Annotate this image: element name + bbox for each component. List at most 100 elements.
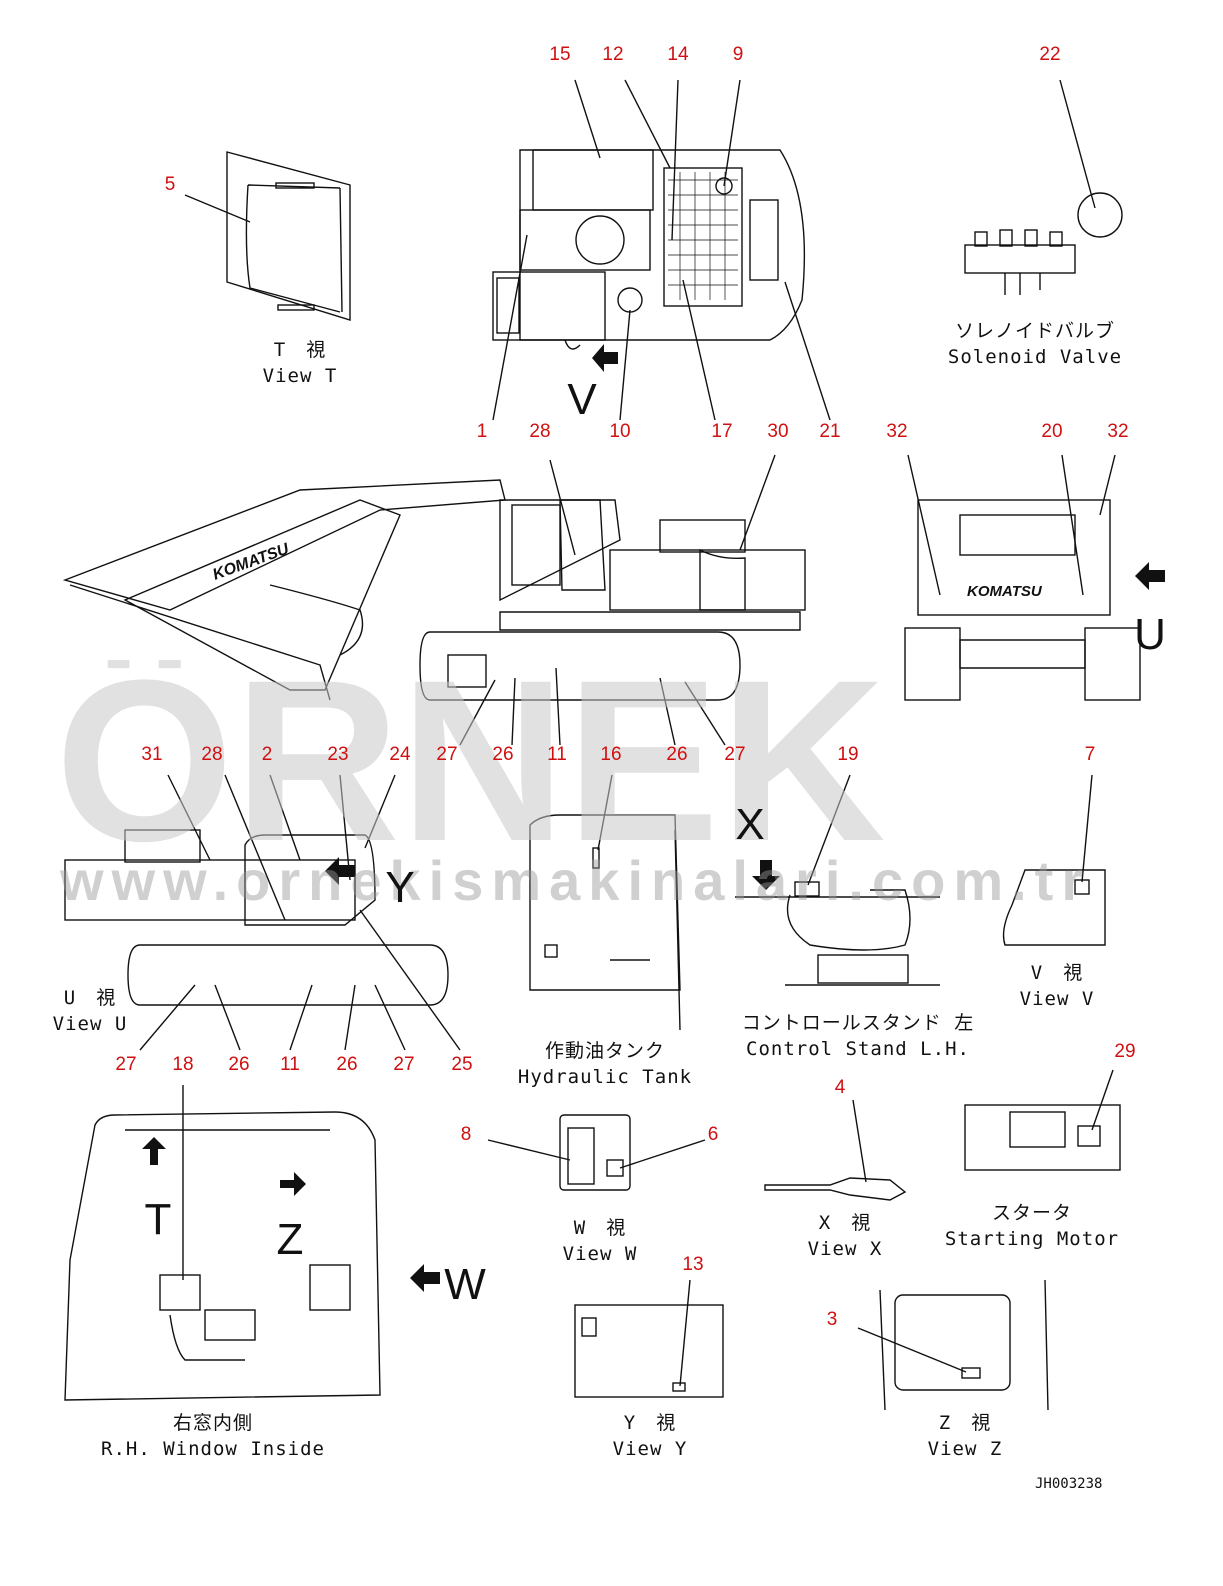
caption-view-z-jp: Z 視	[938, 1412, 992, 1434]
caption-view-v-jp: V 視	[1030, 962, 1084, 984]
caption-rh-window: 右窓内側 R.H. Window Inside	[101, 1410, 325, 1462]
caption-view-t-jp: T 視	[273, 339, 327, 361]
caption-control-stand-jp: コントロールスタンド 左	[741, 1012, 975, 1034]
side-view-drawing	[62, 454, 806, 746]
callout-6: 6	[707, 1124, 719, 1145]
callout-27-side-left: 27	[436, 744, 458, 765]
solenoid-valve-drawing	[964, 192, 1123, 295]
callout-4: 4	[834, 1077, 846, 1098]
direction-letter-u: U	[1134, 610, 1166, 659]
callout-21: 21	[819, 421, 841, 442]
caption-view-y-jp: Y 視	[623, 1412, 677, 1434]
callout-8: 8	[460, 1124, 472, 1145]
caption-view-z: Z 視 View Z	[928, 1410, 1003, 1462]
callout-3: 3	[826, 1309, 838, 1330]
caption-solenoid-valve: ソレノイドバルブ Solenoid Valve	[948, 318, 1122, 370]
caption-view-w: W 視 View W	[563, 1215, 638, 1267]
watermark-logo: ÖRNEK	[55, 660, 886, 860]
callout-7: 7	[1084, 744, 1096, 765]
callout-22: 22	[1039, 44, 1061, 65]
control-stand-drawing	[735, 774, 940, 986]
caption-view-z-en: View Z	[927, 1438, 1003, 1460]
callout-9: 9	[732, 44, 744, 65]
caption-view-w-jp: W 視	[573, 1217, 627, 1239]
callout-31: 31	[141, 744, 163, 765]
direction-letter-y: Y	[385, 863, 415, 912]
callout-27-u-left: 27	[115, 1054, 137, 1075]
callout-28-top: 28	[529, 421, 551, 442]
caption-view-y-en: View Y	[612, 1438, 688, 1460]
caption-view-u-en: View U	[52, 1013, 128, 1035]
callout-27-u-right: 27	[393, 1054, 415, 1075]
view-x-drawing	[764, 1099, 907, 1201]
direction-letter-x: X	[735, 800, 765, 849]
callout-26-side-right: 26	[666, 744, 688, 765]
watermark-brand: ÖRNEK	[55, 660, 886, 860]
rear-view-drawing	[904, 454, 1165, 701]
callout-26-u-right: 26	[336, 1054, 358, 1075]
caption-view-v: V 視 View V	[1020, 960, 1095, 1012]
callout-23: 23	[327, 744, 349, 765]
drawing-number: JH003238	[1035, 1476, 1103, 1492]
caption-rh-window-jp: 右窓内側	[172, 1412, 253, 1434]
caption-view-v-en: View V	[1019, 988, 1095, 1010]
caption-view-x: X 視 View X	[808, 1210, 883, 1262]
caption-solenoid-jp: ソレノイドバルブ	[954, 320, 1115, 342]
top-view-drawing	[492, 79, 1096, 421]
view-u-drawing	[64, 774, 461, 1051]
callout-27-side-right: 27	[724, 744, 746, 765]
caption-view-t: T 視 View T	[263, 337, 338, 389]
callout-18: 18	[172, 1054, 194, 1075]
watermark-url: www.ornekismakinalari.com.tr	[60, 849, 1092, 912]
callout-12: 12	[602, 44, 624, 65]
callout-2: 2	[261, 744, 273, 765]
callout-20: 20	[1041, 421, 1063, 442]
callout-5: 5	[164, 174, 176, 195]
view-z-drawing	[857, 1279, 1049, 1411]
callout-16: 16	[600, 744, 622, 765]
caption-view-w-en: View W	[562, 1243, 638, 1265]
caption-starting-motor-jp: スタータ	[991, 1202, 1072, 1224]
view-y-drawing	[574, 1279, 724, 1398]
callout-19: 19	[837, 744, 859, 765]
callout-32-right: 32	[1107, 421, 1129, 442]
callout-1: 1	[476, 421, 488, 442]
callout-26-side-left: 26	[492, 744, 514, 765]
caption-control-stand: コントロールスタンド 左 Control Stand L.H.	[742, 1010, 974, 1062]
caption-view-t-en: View T	[262, 365, 338, 387]
callout-10: 10	[609, 421, 631, 442]
caption-view-x-jp: X 視	[818, 1212, 872, 1234]
callout-25: 25	[451, 1054, 473, 1075]
view-v-drawing	[1002, 774, 1106, 946]
komatsu-logo-rear: KOMATSU	[967, 583, 1043, 600]
caption-solenoid-en: Solenoid Valve	[947, 346, 1123, 368]
callout-30: 30	[767, 421, 789, 442]
callout-29: 29	[1114, 1041, 1136, 1062]
starting-motor-drawing	[964, 1069, 1121, 1171]
direction-letter-t: T	[144, 1195, 172, 1244]
caption-hyd-tank-jp: 作動油タンク	[544, 1040, 665, 1062]
caption-view-u: U 視 View U	[53, 985, 128, 1037]
callout-28-u: 28	[201, 744, 223, 765]
caption-hyd-tank-en: Hydraulic Tank	[517, 1066, 693, 1088]
callout-32-left: 32	[886, 421, 908, 442]
callout-17: 17	[711, 421, 733, 442]
caption-control-stand-en: Control Stand L.H.	[746, 1038, 970, 1060]
caption-view-u-jp: U 視	[63, 987, 117, 1009]
callout-13: 13	[682, 1254, 704, 1275]
direction-letter-w: W	[444, 1260, 486, 1309]
direction-letter-v: V	[567, 375, 597, 424]
callout-15: 15	[549, 44, 571, 65]
view-t-drawing	[184, 151, 351, 321]
caption-starting-motor-en: Starting Motor	[944, 1228, 1120, 1250]
callout-14: 14	[667, 44, 689, 65]
callout-11-side: 11	[547, 744, 567, 765]
rh-window-drawing	[64, 1085, 440, 1401]
view-w-drawing	[487, 1114, 706, 1191]
caption-starting-motor: スタータ Starting Motor	[945, 1200, 1119, 1252]
caption-rh-window-en: R.H. Window Inside	[101, 1438, 325, 1460]
callout-26-u-left: 26	[228, 1054, 250, 1075]
caption-view-x-en: View X	[807, 1238, 883, 1260]
